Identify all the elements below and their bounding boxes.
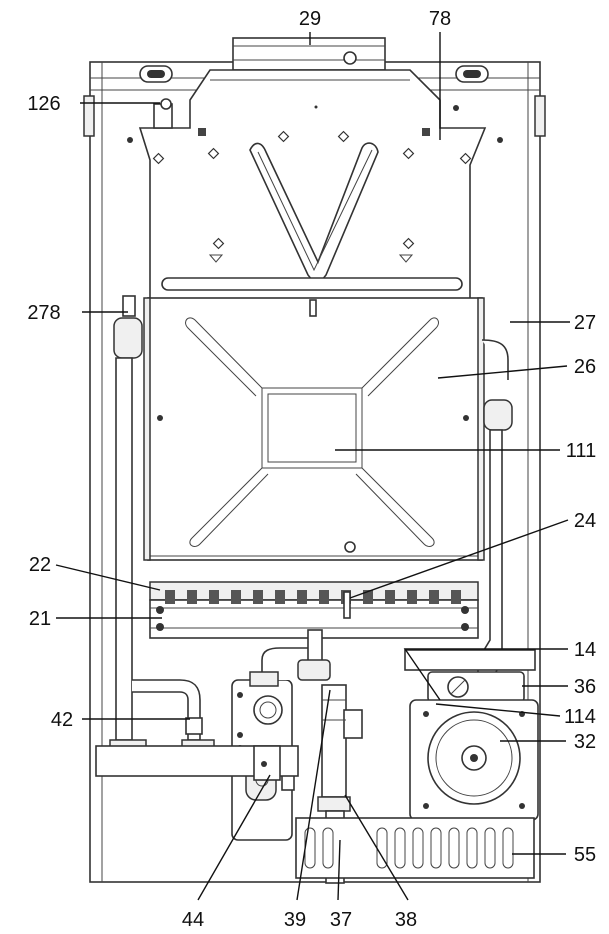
bottom-grille — [295, 817, 535, 879]
leader-14 — [403, 648, 568, 701]
leader-38 — [344, 794, 409, 901]
callout-111: 111 — [566, 440, 596, 462]
leader-24 — [349, 519, 569, 599]
callout-29: 29 — [299, 8, 321, 30]
callout-32: 32 — [574, 731, 596, 753]
leader-39 — [296, 689, 331, 901]
central-valves — [297, 629, 363, 884]
callout-78: 78 — [429, 8, 451, 30]
callout-24: 24 — [574, 510, 596, 532]
callout-22: 22 — [29, 554, 51, 576]
callout-26: 26 — [574, 356, 596, 378]
callout-36: 36 — [574, 676, 596, 698]
callout-21: 21 — [29, 608, 51, 630]
leader-37 — [337, 839, 341, 901]
combustion-chamber — [143, 297, 485, 561]
left-flow-pipe — [109, 295, 215, 751]
bottom-bracket — [95, 745, 299, 781]
leader-114 — [435, 703, 561, 717]
callout-27: 27 — [574, 312, 596, 334]
callout-114: 114 — [564, 706, 596, 728]
leader-lines — [55, 32, 570, 901]
callout-14: 14 — [574, 639, 596, 661]
callout-55: 55 — [574, 844, 596, 866]
callout-labels: 29 78 126 278 27 26 111 24 22 21 14 36 1… — [27, 8, 596, 931]
flue-outlet — [232, 37, 386, 71]
fan-hood — [138, 69, 487, 301]
pressure-switch — [153, 98, 173, 129]
leader-44 — [197, 774, 271, 901]
leader-26 — [437, 365, 568, 379]
callout-126: 126 — [27, 93, 60, 115]
right-return-pipe — [477, 339, 513, 681]
callout-39: 39 — [284, 909, 306, 931]
leader-22 — [55, 564, 161, 591]
callout-42: 42 — [51, 709, 73, 731]
callout-38: 38 — [395, 909, 417, 931]
callout-37: 37 — [330, 909, 352, 931]
callout-278: 278 — [27, 302, 60, 324]
callout-44: 44 — [182, 909, 204, 931]
